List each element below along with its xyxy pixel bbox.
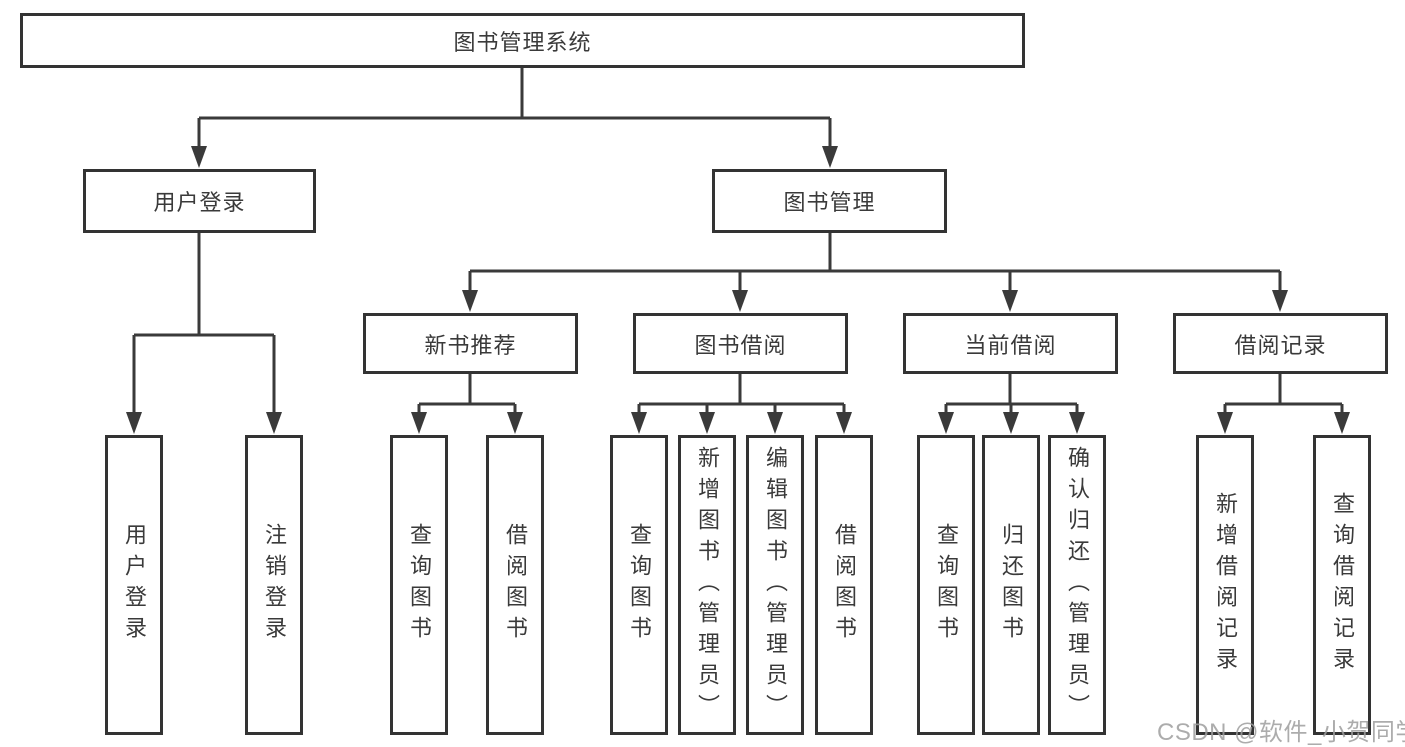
- leaf-query-borrow-record: 查询借阅记录: [1313, 435, 1371, 735]
- leaf-borrow-books-borrow: 借阅图书: [815, 435, 873, 735]
- leaf-query-books-recommend: 查询图书: [390, 435, 448, 735]
- leaf-query-books-borrow: 查询图书: [610, 435, 668, 735]
- node-book-borrow: 图书借阅: [633, 313, 848, 374]
- node-user-login: 用户登录: [83, 169, 316, 233]
- leaf-return-books: 归还图书: [982, 435, 1040, 735]
- node-current-borrow: 当前借阅: [903, 313, 1118, 374]
- leaf-user-login: 用户登录: [105, 435, 163, 735]
- leaf-borrow-books-recommend: 借阅图书: [486, 435, 544, 735]
- leaf-query-books-current: 查询图书: [917, 435, 975, 735]
- node-new-book-recommend: 新书推荐: [363, 313, 578, 374]
- leaf-add-borrow-record: 新增借阅记录: [1196, 435, 1254, 735]
- leaf-add-books-admin: 新增图书（管理员）: [678, 435, 736, 735]
- node-root-system: 图书管理系统: [20, 13, 1025, 68]
- leaf-confirm-return-admin: 确认归还（管理员）: [1048, 435, 1106, 735]
- node-book-management: 图书管理: [712, 169, 947, 233]
- leaf-edit-books-admin: 编辑图书（管理员）: [746, 435, 804, 735]
- leaf-logout-login: 注销登录: [245, 435, 303, 735]
- node-borrow-records: 借阅记录: [1173, 313, 1388, 374]
- csdn-watermark: CSDN @软件_小贺同学: [1157, 719, 1405, 746]
